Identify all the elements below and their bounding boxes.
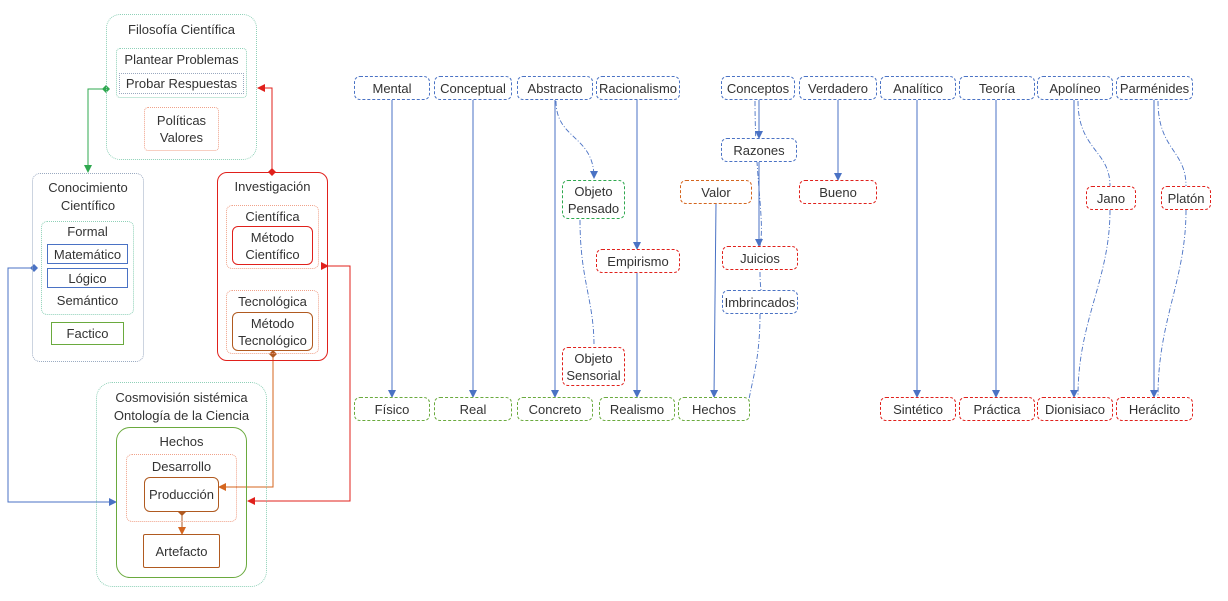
- objeto-sensorial-box: Objeto Sensorial: [562, 347, 625, 386]
- razones-box: Razones: [721, 138, 797, 162]
- racionalismo-box: Racionalismo: [596, 76, 680, 100]
- analitico-box: Analítico: [880, 76, 956, 100]
- hechos-title: Hechos: [159, 434, 204, 449]
- conceptos-box: Conceptos: [721, 76, 795, 100]
- semantico-label: Semántico: [56, 293, 119, 308]
- conceptual-box: Conceptual: [434, 76, 512, 100]
- connector-metodo-tecnologico-produccion: [218, 350, 277, 491]
- probar-respuestas-box: Probar Respuestas: [119, 73, 244, 94]
- verdadero-box: Verdadero: [799, 76, 877, 100]
- objeto-pensado-box: Objeto Pensado: [562, 180, 625, 219]
- hechos-group: Hechos: [116, 427, 247, 578]
- connector-filosofia-conocimiento: [84, 85, 110, 173]
- connector-valor-hechos: [710, 195, 721, 398]
- filosofia-inner-group: [116, 48, 247, 98]
- metodo-tecnologico-box: Método Tecnológico: [232, 312, 313, 351]
- platon-box: Platón: [1161, 186, 1211, 210]
- connector-conceptos-imbrincados: [754, 100, 762, 247]
- bueno-box: Bueno: [799, 180, 877, 204]
- formal-title: Formal: [67, 224, 108, 239]
- practica-box: Práctica: [959, 397, 1035, 421]
- filosofia-cientifica-group: Filosofía Científica: [106, 14, 257, 160]
- artefacto-box: Artefacto: [143, 534, 220, 568]
- concreto-box: Concreto: [517, 397, 593, 421]
- connector-imbrincados-hechos: [747, 313, 761, 406]
- teoria-box: Teoría: [959, 76, 1035, 100]
- conocimiento-cientifico-title: Conocimiento Científico: [48, 180, 128, 213]
- filosofia-cientifica-title: Filosofía Científica: [128, 22, 235, 37]
- plantear-problemas-label: Plantear Problemas: [124, 51, 239, 67]
- connector-investigacion-filosofia: [257, 84, 276, 176]
- imbrincados-box: Imbrincados: [722, 290, 798, 314]
- factico-box: Factico: [51, 322, 124, 345]
- cosmovision-title: Cosmovisión sistémica Ontología de la Ci…: [113, 390, 250, 423]
- empirismo-box: Empirismo: [596, 249, 680, 273]
- produccion-box: Producción: [144, 477, 219, 512]
- abstracto-box: Abstracto: [517, 76, 593, 100]
- connector-parmenides-platon: [1157, 100, 1187, 187]
- connector-objeto-pensado-sensorial: [579, 219, 595, 347]
- investigacion-title: Investigación: [234, 179, 311, 194]
- real-box: Real: [434, 397, 512, 421]
- politicas-valores-box: Políticas Valores: [144, 107, 219, 151]
- desarrollo-title: Desarrollo: [151, 459, 212, 474]
- connector-racionalismo-juicios: [759, 271, 762, 291]
- fisico-box: Físico: [354, 397, 430, 421]
- formal-group: Formal: [41, 221, 134, 315]
- matematico-box: Matemático: [47, 244, 128, 264]
- cosmovision-group: Cosmovisión sistémica Ontología de la Ci…: [96, 382, 267, 587]
- connector-abstracto-objeto-pensado: [555, 100, 598, 179]
- mental-box: Mental: [354, 76, 430, 100]
- conocimiento-cientifico-group: Conocimiento Científico: [32, 173, 144, 362]
- heraclito-box: Heráclito: [1116, 397, 1193, 421]
- connector-platon-heraclito: [1157, 209, 1187, 397]
- hechos-box: Hechos: [678, 397, 750, 421]
- dionisiaco-box: Dionisiaco: [1037, 397, 1113, 421]
- juicios-box: Juicios: [722, 246, 798, 270]
- desarrollo-group: Desarrollo: [126, 454, 237, 522]
- jano-box: Jano: [1086, 186, 1136, 210]
- connector-investigacion-cosmovision: [247, 262, 351, 505]
- valor-box: Valor: [680, 180, 752, 204]
- tecnologica-group: Tecnológica: [226, 290, 319, 354]
- connector-jano-dionisiaco: [1077, 209, 1111, 397]
- cientifica-group: Científica: [226, 205, 319, 269]
- connector-conocimiento-cosmovision: [7, 264, 117, 506]
- connector-apolineo-jano: [1077, 100, 1111, 187]
- realismo-box: Realismo: [599, 397, 675, 421]
- investigacion-group: Investigación: [217, 172, 328, 361]
- parmenides-box: Parménides: [1116, 76, 1193, 100]
- sintetico-box: Sintético: [880, 397, 956, 421]
- tecnologica-title: Tecnológica: [238, 294, 307, 309]
- cientifica-title: Científica: [245, 209, 300, 224]
- logico-box: Lógico: [47, 268, 128, 288]
- metodo-cientifico-box: Método Científico: [232, 226, 313, 265]
- apolineo-box: Apolíneo: [1037, 76, 1113, 100]
